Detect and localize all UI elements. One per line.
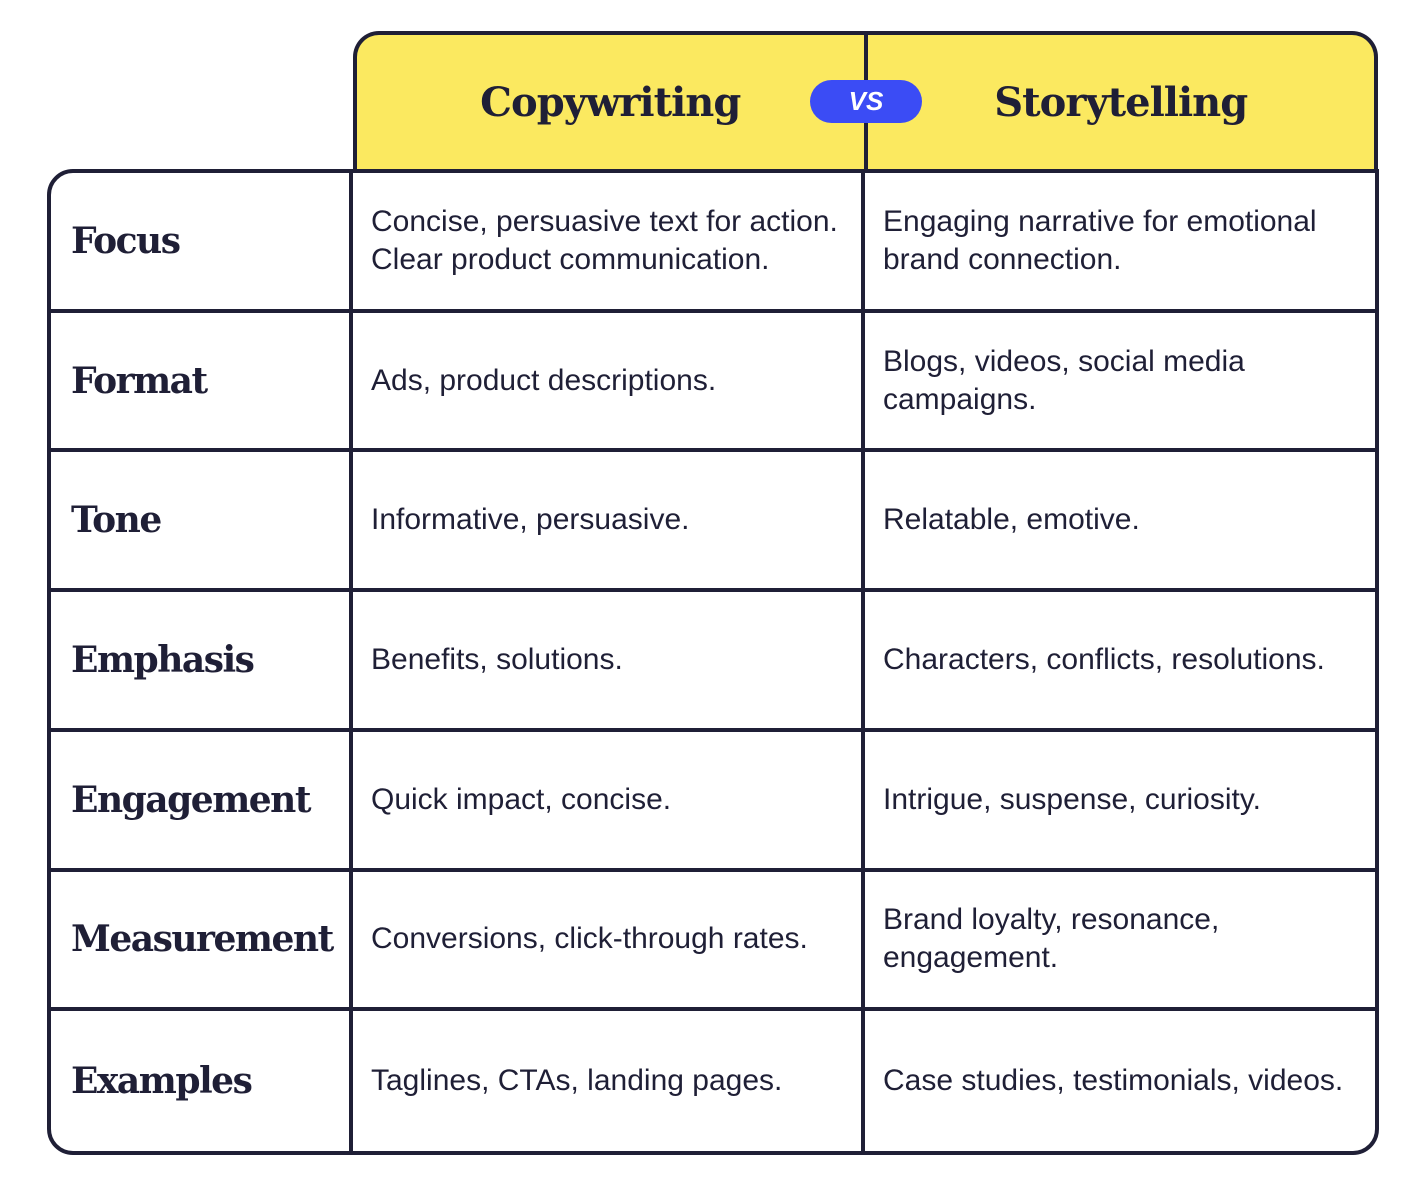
header-copywriting: Copywriting bbox=[357, 35, 868, 170]
copywriting-cell: Conversions, click-through rates. bbox=[353, 871, 865, 1012]
row-label: Emphasis bbox=[51, 592, 353, 732]
row-label: Engagement bbox=[51, 731, 353, 872]
storytelling-cell: Characters, conflicts, resolutions. bbox=[865, 592, 1375, 732]
table-header: Copywriting Storytelling bbox=[353, 31, 1378, 170]
copywriting-cell: Quick impact, concise. bbox=[353, 731, 865, 872]
storytelling-cell: Engaging narrative for emotional brand c… bbox=[865, 173, 1375, 313]
row-label: Focus bbox=[51, 173, 353, 313]
storytelling-cell: Blogs, videos, social media campaigns. bbox=[865, 313, 1375, 453]
copywriting-cell: Concise, persuasive text for action. Cle… bbox=[353, 173, 865, 313]
row-label: Examples bbox=[51, 1011, 353, 1151]
row-label: Tone bbox=[51, 452, 353, 593]
row-label: Measurement bbox=[51, 871, 353, 1012]
storytelling-cell: Brand loyalty, resonance, engagement. bbox=[865, 872, 1375, 1012]
row-label: Format bbox=[51, 312, 353, 453]
copywriting-cell: Benefits, solutions. bbox=[353, 592, 865, 732]
copywriting-cell: Taglines, CTAs, landing pages. bbox=[353, 1011, 865, 1151]
storytelling-cell: Case studies, testimonials, videos. bbox=[883, 1064, 1344, 1098]
header-storytelling: Storytelling bbox=[994, 79, 1248, 126]
storytelling-cell: Intrigue, suspense, curiosity. bbox=[865, 732, 1375, 872]
storytelling-cell: Relatable, emotive. bbox=[865, 452, 1375, 593]
copywriting-cell: Ads, product descriptions. bbox=[353, 312, 865, 453]
vs-badge: VS bbox=[810, 80, 922, 123]
copywriting-cell: Informative, persuasive. bbox=[353, 452, 865, 593]
